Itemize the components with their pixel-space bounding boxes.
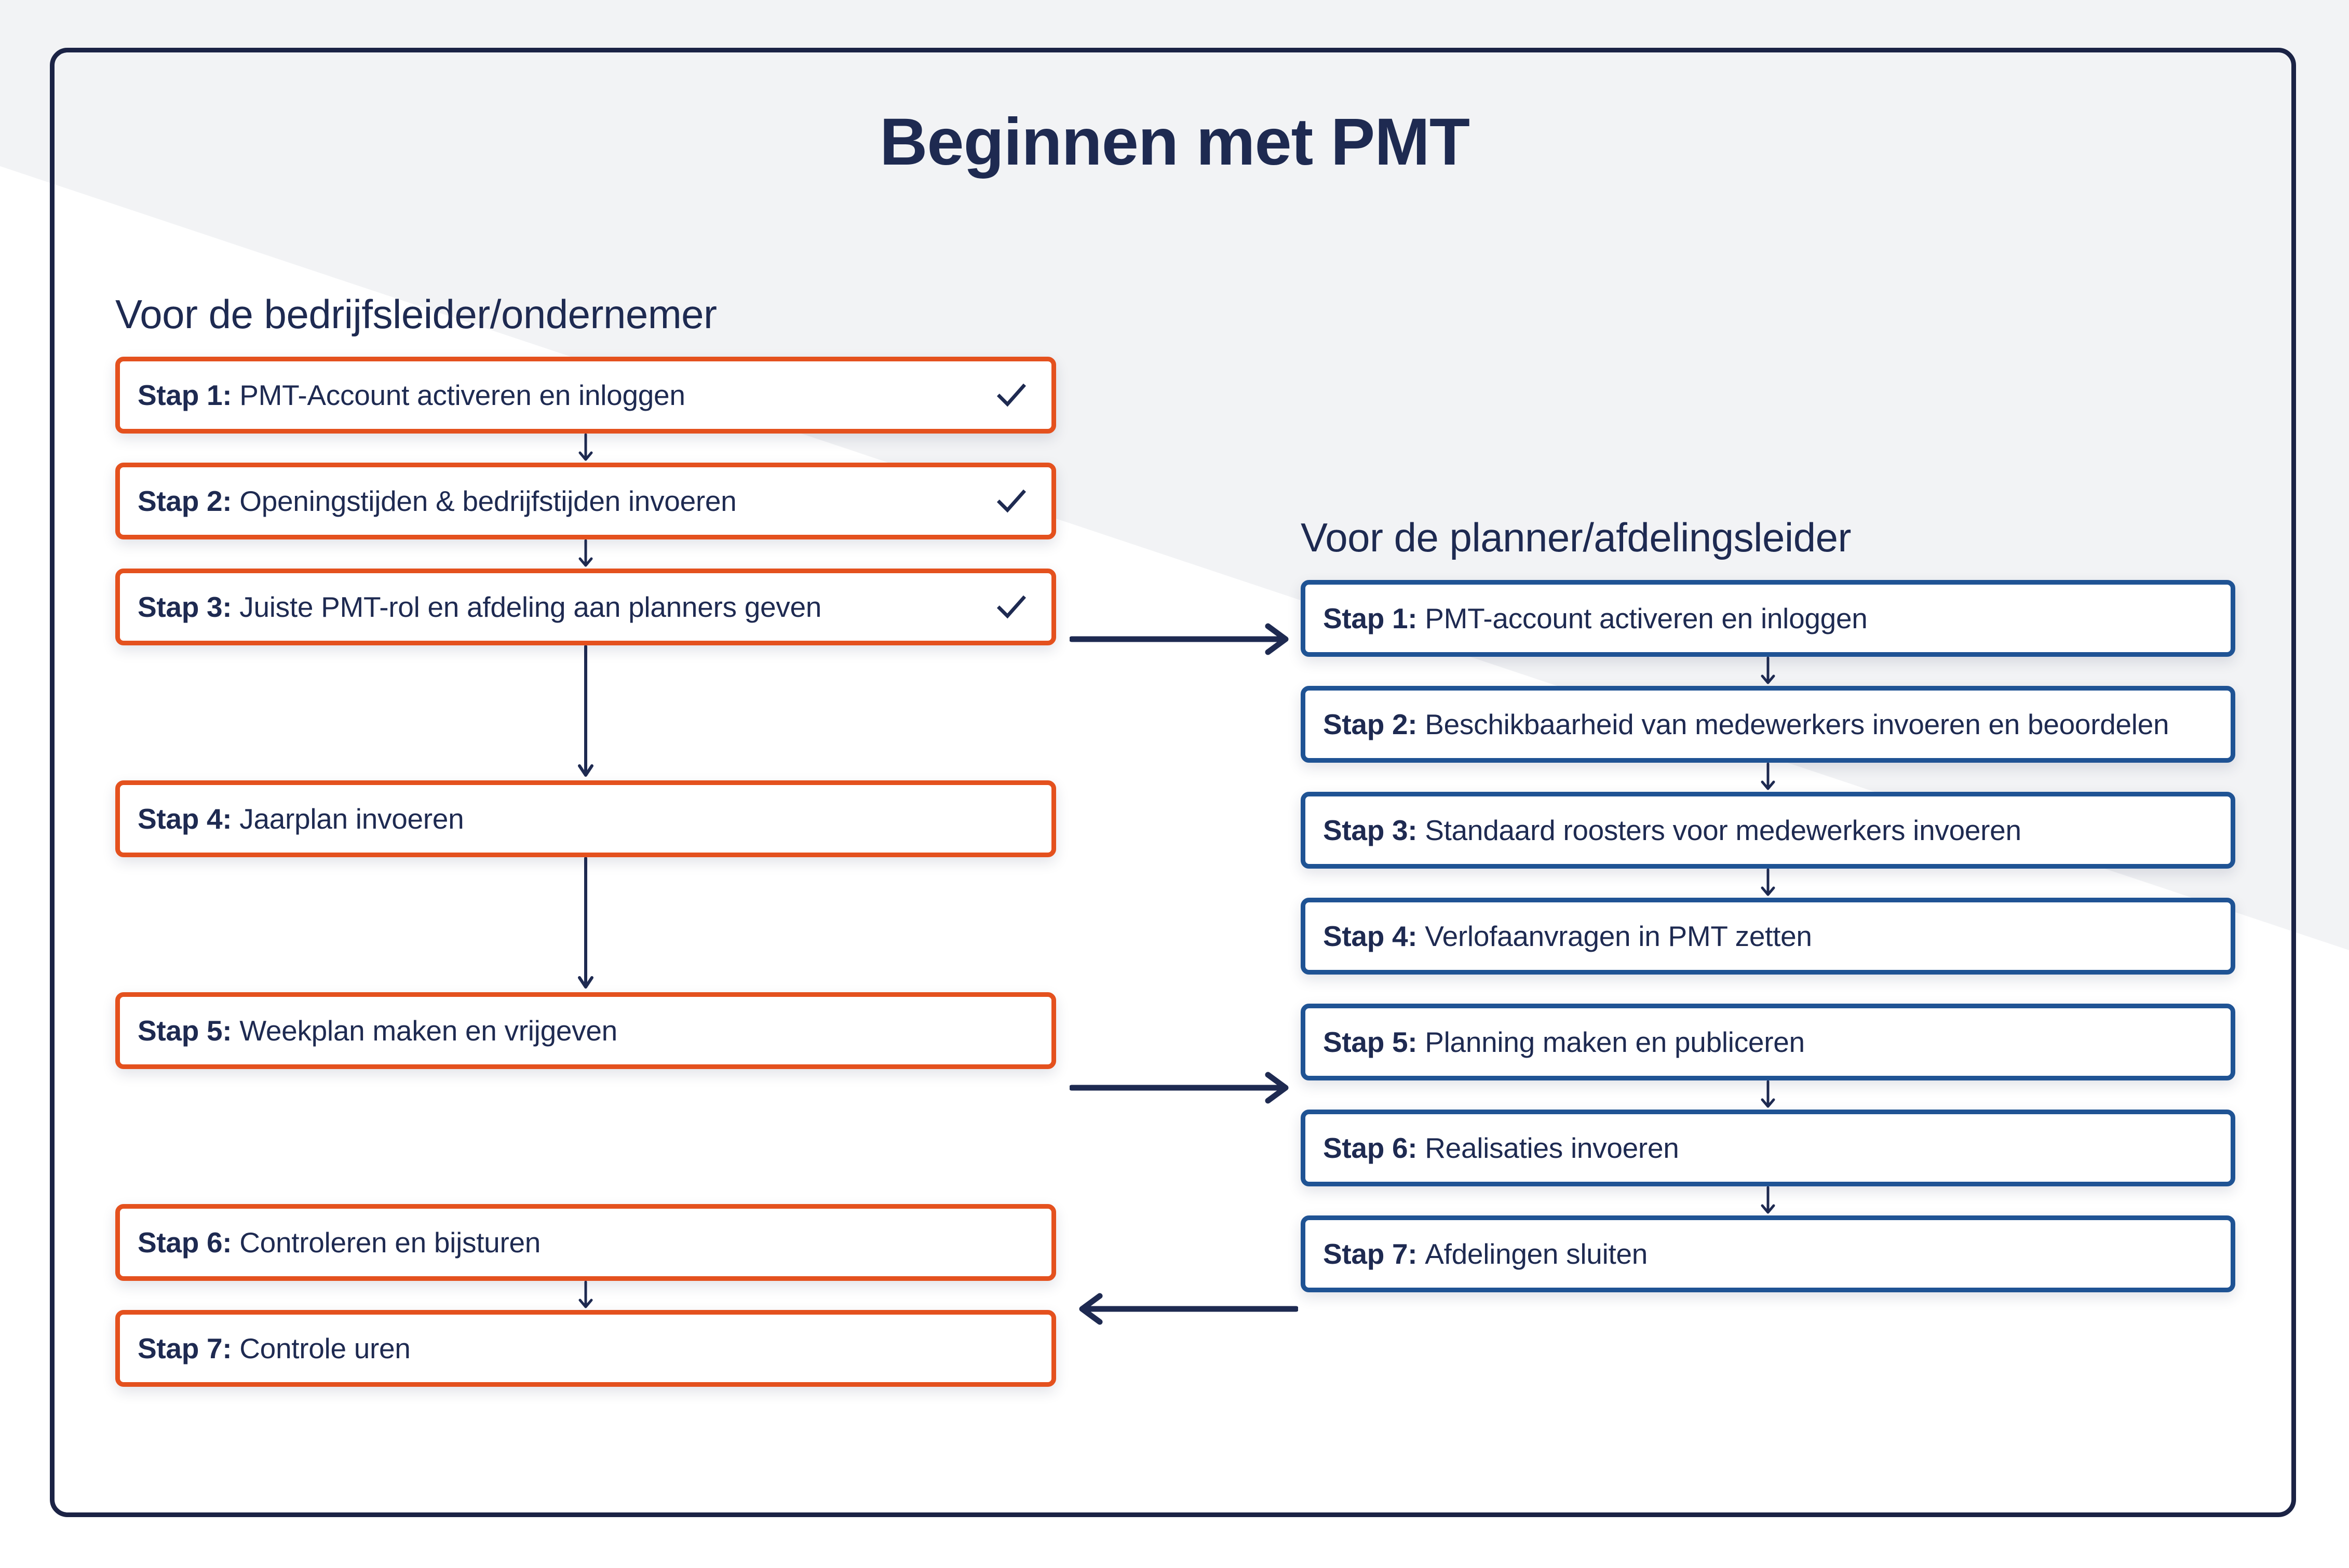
left-step-4-label: Stap 4: — [138, 803, 240, 835]
right-step-4-description: Verlofaanvragen in PMT zetten — [1425, 920, 1812, 952]
right-step-5-description: Planning maken en publiceren — [1425, 1026, 1805, 1058]
right-step-5-text: Stap 5: Planning maken en publiceren — [1323, 1025, 1805, 1059]
right-step-6-text: Stap 6: Realisaties invoeren — [1323, 1131, 1679, 1165]
left-step-1-label: Stap 1: — [138, 379, 240, 411]
left-step-3-text: Stap 3: Juiste PMT-rol en afdeling aan p… — [138, 590, 821, 624]
right-step-2[interactable]: Stap 2: Beschikbaarheid van medewerkers … — [1301, 686, 2235, 763]
left-step-4-description: Jaarplan invoeren — [239, 803, 464, 835]
right-step-3-description: Standaard roosters voor medewerkers invo… — [1425, 814, 2021, 846]
left-step-5[interactable]: Stap 5: Weekplan maken en vrijgeven — [115, 992, 1056, 1069]
right-step-2-label: Stap 2: — [1323, 708, 1425, 740]
cross-arrow-left-step3-to-right-step1 — [1070, 621, 1298, 657]
left-step-2-label: Stap 2: — [138, 485, 240, 517]
right-column: Voor de planner/afdelingsleider Stap 1: … — [1301, 514, 2235, 1292]
left-step-3-label: Stap 3: — [138, 591, 240, 623]
right-step-1[interactable]: Stap 1: PMT-account activeren en inlogge… — [1301, 580, 2235, 657]
left-step-6-label: Stap 6: — [138, 1226, 240, 1259]
left-step-5-label: Stap 5: — [138, 1015, 240, 1047]
left-step-3-description: Juiste PMT-rol en afdeling aan planners … — [239, 591, 822, 623]
right-step-7-text: Stap 7: Afdelingen sluiten — [1323, 1237, 1648, 1270]
right-gap-4-5 — [1301, 975, 2235, 1004]
right-step-3-label: Stap 3: — [1323, 814, 1425, 846]
left-step-4[interactable]: Stap 4: Jaarplan invoeren — [115, 780, 1056, 857]
left-column-heading: Voor de bedrijfsleider/ondernemer — [115, 291, 717, 337]
cross-arrow-left-step5-to-right-step5 — [1070, 1070, 1298, 1106]
left-step-6-description: Controleren en bijsturen — [239, 1226, 541, 1259]
left-connector-3-4 — [115, 645, 1056, 780]
right-step-5-label: Stap 5: — [1323, 1026, 1425, 1058]
left-step-5-text: Stap 5: Weekplan maken en vrijgeven — [138, 1014, 617, 1047]
right-step-4-text: Stap 4: Verlofaanvragen in PMT zetten — [1323, 920, 1812, 953]
right-step-1-text: Stap 1: PMT-account activeren en inlogge… — [1323, 602, 1868, 635]
left-step-4-text: Stap 4: Jaarplan invoeren — [138, 802, 464, 835]
left-step-3[interactable]: Stap 3: Juiste PMT-rol en afdeling aan p… — [115, 569, 1056, 645]
left-step-7[interactable]: Stap 7: Controle uren — [115, 1310, 1056, 1387]
check-icon — [996, 489, 1027, 513]
left-step-7-description: Controle uren — [239, 1332, 411, 1364]
left-connector-1-2 — [115, 434, 1056, 463]
cross-arrow-right-step7-to-left-step6 — [1070, 1291, 1298, 1327]
right-step-6-label: Stap 6: — [1323, 1132, 1425, 1164]
right-connector-6-7 — [1301, 1186, 2235, 1215]
right-step-5[interactable]: Stap 5: Planning maken en publiceren — [1301, 1004, 2235, 1080]
left-step-1[interactable]: Stap 1: PMT-Account activeren en inlogge… — [115, 357, 1056, 434]
left-step-2[interactable]: Stap 2: Openingstijden & bedrijfstijden … — [115, 463, 1056, 539]
right-step-3[interactable]: Stap 3: Standaard roosters voor medewerk… — [1301, 792, 2235, 869]
left-step-7-label: Stap 7: — [138, 1332, 240, 1364]
left-connector-4-5 — [115, 857, 1056, 992]
left-step-7-text: Stap 7: Controle uren — [138, 1332, 411, 1365]
right-step-1-label: Stap 1: — [1323, 602, 1425, 634]
right-connector-2-3 — [1301, 763, 2235, 792]
left-connector-6-7 — [115, 1281, 1056, 1310]
right-column-heading: Voor de planner/afdelingsleider — [1301, 515, 1851, 560]
right-step-1-description: PMT-account activeren en inloggen — [1425, 602, 1868, 634]
left-step-6[interactable]: Stap 6: Controleren en bijsturen — [115, 1204, 1056, 1281]
left-step-2-description: Openingstijden & bedrijfstijden invoeren — [239, 485, 737, 517]
right-step-4-label: Stap 4: — [1323, 920, 1425, 952]
check-icon — [996, 383, 1027, 407]
right-connector-5-6 — [1301, 1080, 2235, 1110]
left-step-5-description: Weekplan maken en vrijgeven — [239, 1015, 617, 1047]
right-step-7-label: Stap 7: — [1323, 1238, 1425, 1270]
left-column: Voor de bedrijfsleider/ondernemer Stap 1… — [115, 291, 1056, 1387]
left-gap-5-6 — [115, 1069, 1056, 1204]
left-step-1-text: Stap 1: PMT-Account activeren en inlogge… — [138, 379, 685, 412]
page-title: Beginnen met PMT — [879, 105, 1470, 179]
right-step-7-description: Afdelingen sluiten — [1425, 1238, 1648, 1270]
left-step-2-text: Stap 2: Openingstijden & bedrijfstijden … — [138, 484, 737, 518]
right-step-7[interactable]: Stap 7: Afdelingen sluiten — [1301, 1215, 2235, 1292]
check-icon — [996, 595, 1027, 619]
right-step-2-description: Beschikbaarheid van medewerkers invoeren… — [1425, 708, 2169, 740]
right-step-4[interactable]: Stap 4: Verlofaanvragen in PMT zetten — [1301, 898, 2235, 975]
left-step-6-text: Stap 6: Controleren en bijsturen — [138, 1226, 541, 1259]
right-step-2-text: Stap 2: Beschikbaarheid van medewerkers … — [1323, 708, 2169, 741]
right-step-3-text: Stap 3: Standaard roosters voor medewerk… — [1323, 814, 2021, 847]
right-connector-1-2 — [1301, 657, 2235, 686]
right-connector-3-4 — [1301, 869, 2235, 898]
right-step-6[interactable]: Stap 6: Realisaties invoeren — [1301, 1110, 2235, 1186]
right-step-6-description: Realisaties invoeren — [1425, 1132, 1679, 1164]
left-step-1-description: PMT-Account activeren en inloggen — [239, 379, 685, 411]
left-connector-2-3 — [115, 539, 1056, 569]
